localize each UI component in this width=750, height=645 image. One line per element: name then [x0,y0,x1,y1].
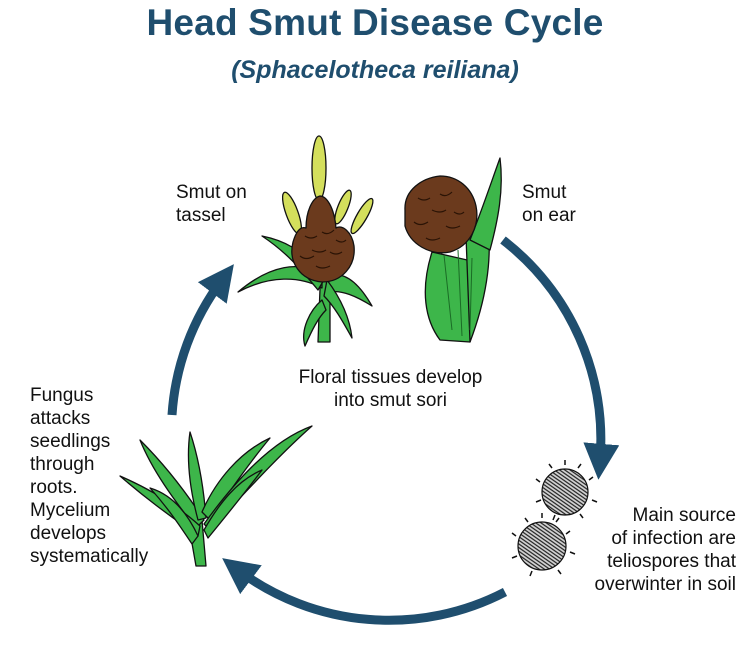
seedling-icon [119,425,313,567]
smut-tassel-icon [237,135,374,347]
cycle-arrow-spores-to-seedling [222,558,508,625]
cycle-arrow-seedling-to-tassel [167,264,234,416]
cycle-arrow-ear-to-spores [500,236,620,480]
teliospore-icon [511,460,598,577]
page-subtitle: (Sphacelotheca reiliana) [231,56,519,84]
smut-ear-icon [404,157,502,343]
page-title: Head Smut Disease Cycle [146,2,604,43]
